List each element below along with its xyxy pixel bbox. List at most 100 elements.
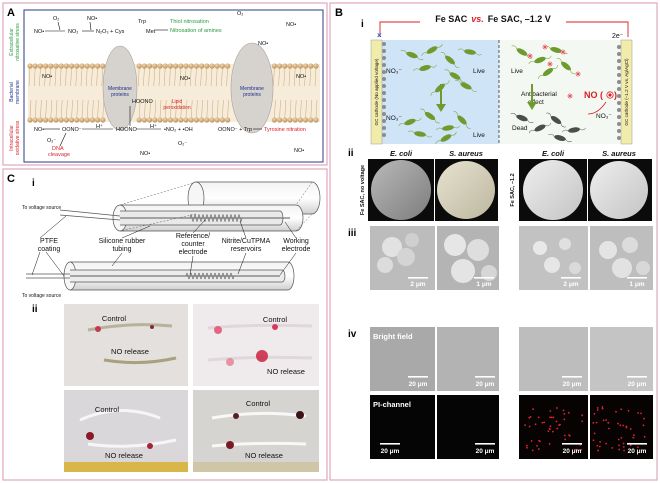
b-i-no-label: NO ( [584,90,603,100]
bacterium [408,130,432,138]
lipid-head [162,63,168,69]
electrode-particle [382,70,386,74]
pi-stained-cell [640,412,642,415]
bacterium [510,113,534,123]
electrode-particle [382,126,386,130]
lipid-tail [216,99,219,119]
panel-b-letter: B [335,7,343,19]
bacterium-flagella [455,80,477,92]
lipid-tail [170,99,172,119]
pi-stained-cell [563,434,566,437]
c-ii-photo-2 [193,304,319,386]
electrode-particle [382,56,386,60]
b-iv-scale-1: 20 μm [409,381,428,388]
pi-stained-cell [601,407,604,410]
b-i-electrons: 2e⁻ [612,33,624,40]
c-i-voltage-top: To voltage source [22,205,61,211]
bacterium [556,58,576,74]
a-no-bottom-left: NO• [34,127,44,133]
lipid-head [37,63,44,69]
lipid-head [209,117,215,123]
pi-stained-cell [537,448,540,450]
bacterium [453,111,471,129]
lipid-head [271,117,277,123]
lipid-head [178,63,184,69]
bacterium-body [516,114,528,122]
bacterium-body [414,131,426,137]
pi-stained-cell [642,424,645,427]
lipid-head [183,63,189,69]
a-met: Met [146,29,156,35]
lipid-tail [91,67,93,87]
bacterium-body [561,61,571,71]
lipid-tail [289,99,292,119]
pi-stained-cell [636,446,639,449]
bacterium-flagella [440,52,460,68]
a-o2m: O₂⁻ [47,138,56,144]
lipid-head [287,63,293,69]
lipid-head [152,117,158,123]
pi-stained-cell [605,419,608,421]
electrode-particle [617,136,621,140]
b-iv-bright-3 [519,327,588,391]
lipid-tail [45,99,47,119]
lipid-tail [196,99,198,119]
c-ii-control-4: Control [246,399,271,408]
lipid-head [79,117,85,123]
pi-stained-cell [605,442,608,445]
a-hoono: HOONO [116,127,138,133]
pi-stained-cell [538,439,540,442]
lipid-tail [75,67,78,87]
lipid-tail [85,67,88,87]
lipid-head [193,63,199,69]
lipid-head [95,63,101,69]
pi-stained-cell [567,411,570,414]
pi-stained-cell [620,408,623,411]
pi-stained-cell [618,444,620,447]
b-iii-scale-3: 2 μm [563,281,578,288]
bacterium-body [406,51,418,59]
b-iii-scale-4: 1 μm [629,281,644,288]
pi-stained-cell [547,430,550,433]
electrode-particle [382,42,386,46]
b-iii-sem-3 [519,226,588,290]
lipid-tail [153,67,156,87]
lipid-head [48,63,54,69]
bacterium-body [516,48,528,56]
a-tyrosine: Tyrosine nitration [264,127,306,133]
a-no-left: NO• [34,29,44,35]
lipid-head [297,117,303,123]
pi-stained-cell [531,449,534,452]
lipid-head [271,63,277,69]
bacterium [458,48,482,56]
bacterium-flagella [537,65,559,79]
c-ii-release-2: NO release [267,367,305,376]
bacterium-body [445,55,455,65]
a-thiol: Thiol nitrosation [170,19,209,25]
lipid-head [162,117,168,123]
bacterium-body [449,72,461,80]
electrode-particle [382,112,386,116]
pi-stained-cell [528,425,531,428]
pi-stained-cell [596,409,599,411]
label-intracellular: Intracellularoxidative stress [9,120,21,155]
lipid-head [173,117,179,123]
bacterium-flagella [556,58,576,74]
lipid-head [173,63,179,69]
lipid-tail [201,99,203,119]
lipid-tail [86,99,89,119]
lipid-head [74,63,80,69]
pi-stained-cell [552,416,555,419]
lipid-head [167,117,173,123]
pi-stained-cell [549,416,551,419]
bacterium-body [424,111,436,121]
c-ii-release-1: NO release [111,347,149,356]
lipid-head [303,63,309,69]
lipid-head [152,63,158,69]
bacterium [398,117,422,127]
lipid-head [37,117,44,123]
electrode-particle [382,119,386,123]
lipid-tail [227,99,229,119]
pi-stained-cell [555,420,558,423]
